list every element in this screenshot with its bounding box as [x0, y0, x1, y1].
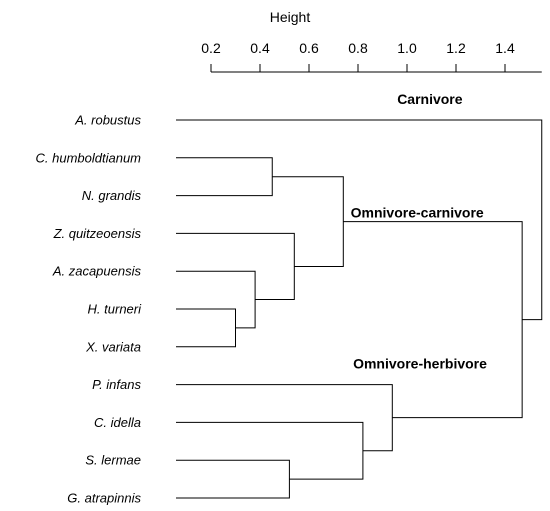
- leaf-label-z-quitzeoensis: Z. quitzeoensis: [53, 226, 142, 241]
- axis-tick-label: 1.4: [495, 40, 515, 56]
- leaf-labels: A. robustus C. humboldtianum N. grandis Z. …: [36, 113, 143, 506]
- axis-tick-label: 0.2: [201, 40, 221, 56]
- leaf-label-s-lermae: S. lermae: [85, 453, 141, 468]
- group-label-carnivore: Carnivore: [397, 91, 463, 107]
- height-axis: Height 0.2 0.4 0.6 0.8 1.0 1.2 1.4: [201, 9, 542, 73]
- branch-m4: [176, 232, 295, 301]
- branch-m1: [176, 308, 236, 348]
- branch-m9: [343, 221, 523, 419]
- axis-tick-label: 0.4: [250, 40, 270, 56]
- axis-tick-label: 1.2: [446, 40, 466, 56]
- leaf-label-a-zacapuensis: A. zacapuensis: [52, 264, 142, 279]
- group-labels: CarnivoreOmnivore-carnivoreOmnivore-herb…: [351, 91, 487, 372]
- branch-m6: [272, 176, 344, 267]
- leaf-label-p-infans: P. infans: [92, 377, 141, 392]
- leaf-label-c-humboldtianum: C. humboldtianum: [36, 150, 142, 165]
- branch-m3: [176, 157, 273, 197]
- branch-m10: [176, 119, 543, 321]
- leaf-label-c-idella: C. idella: [94, 415, 141, 430]
- axis-tick-label: 0.6: [299, 40, 319, 56]
- branch-m8: [176, 384, 393, 452]
- branch-m5: [176, 459, 290, 499]
- dendrogram-branches: [176, 119, 543, 499]
- leaf-label-n-grandis: N. grandis: [82, 188, 142, 203]
- axis-tick-label: 0.8: [348, 40, 368, 56]
- leaf-label-a-robustus: A. robustus: [74, 113, 141, 128]
- branch-m2: [176, 270, 256, 329]
- group-label-omnivore-herbivore: Omnivore-herbivore: [353, 356, 487, 372]
- leaf-label-x-variata: X. variata: [85, 339, 141, 354]
- leaf-label-g-atrapinnis: G. atrapinnis: [67, 491, 141, 506]
- axis-tick-label: 1.0: [397, 40, 417, 56]
- leaf-label-h-turneri: H. turneri: [88, 302, 143, 317]
- axis-title: Height: [270, 9, 311, 25]
- group-label-omnivore-carnivore: Omnivore-carnivore: [351, 204, 484, 220]
- branch-m7: [176, 421, 364, 480]
